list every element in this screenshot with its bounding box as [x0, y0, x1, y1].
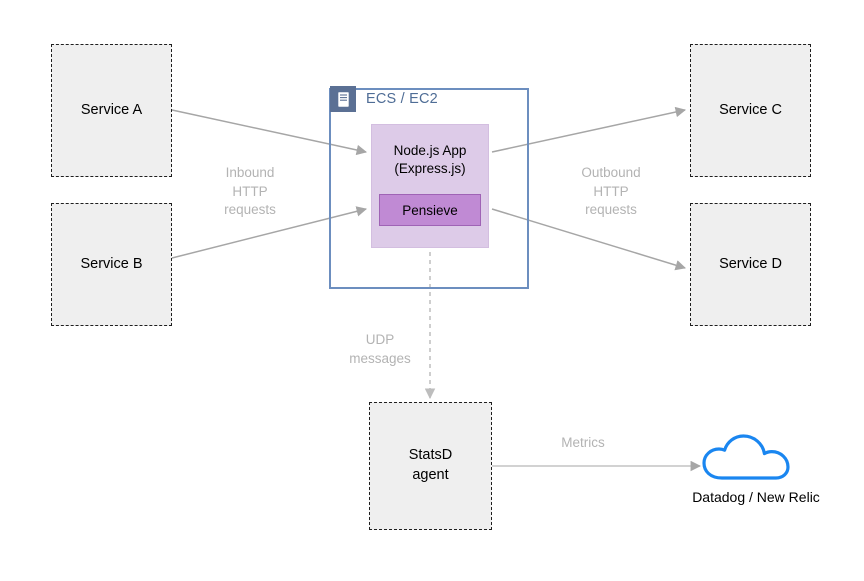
edge-label-outbound: Outbound HTTP requests — [581, 165, 641, 218]
node-nodejs-app[interactable]: Node.js App (Express.js) — [371, 124, 489, 248]
node-statsd-agent[interactable]: StatsD agent — [369, 402, 492, 530]
statsd-agent-label-group: StatsD agent — [409, 446, 453, 485]
nodejs-app-label-group: Node.js App (Express.js) — [372, 142, 488, 178]
service-c-label: Service C — [719, 101, 782, 118]
node-ecs-container[interactable] — [329, 88, 529, 289]
cloud-caption: Datadog / New Relic — [692, 489, 820, 505]
cloud-icon[interactable] — [700, 428, 810, 484]
nodejs-app-label-line2: (Express.js) — [394, 161, 466, 177]
service-a-label: Service A — [80, 101, 143, 118]
edge-label-udp: UDP messages — [349, 332, 411, 366]
nodejs-app-label-line1: Node.js App — [393, 143, 467, 158]
statsd-agent-label-line2: agent — [412, 467, 449, 483]
node-service-a[interactable]: Service A — [51, 44, 172, 177]
ecs-container-label: ECS / EC2 — [366, 91, 438, 107]
node-service-d[interactable]: Service D — [690, 203, 811, 326]
node-service-b[interactable]: Service B — [51, 203, 172, 326]
ecs-container-label-group: ECS / EC2 — [330, 86, 438, 112]
edge-label-inbound: Inbound HTTP requests — [224, 165, 276, 218]
edge-label-metrics: Metrics — [561, 435, 605, 450]
server-rack-icon — [330, 86, 356, 112]
service-d-label: Service D — [719, 255, 782, 272]
node-pensieve[interactable]: Pensieve — [379, 194, 481, 226]
node-service-c[interactable]: Service C — [690, 44, 811, 177]
service-b-label: Service B — [80, 255, 143, 272]
statsd-agent-label-line1: StatsD — [408, 447, 453, 464]
pensieve-label: Pensieve — [402, 202, 458, 218]
